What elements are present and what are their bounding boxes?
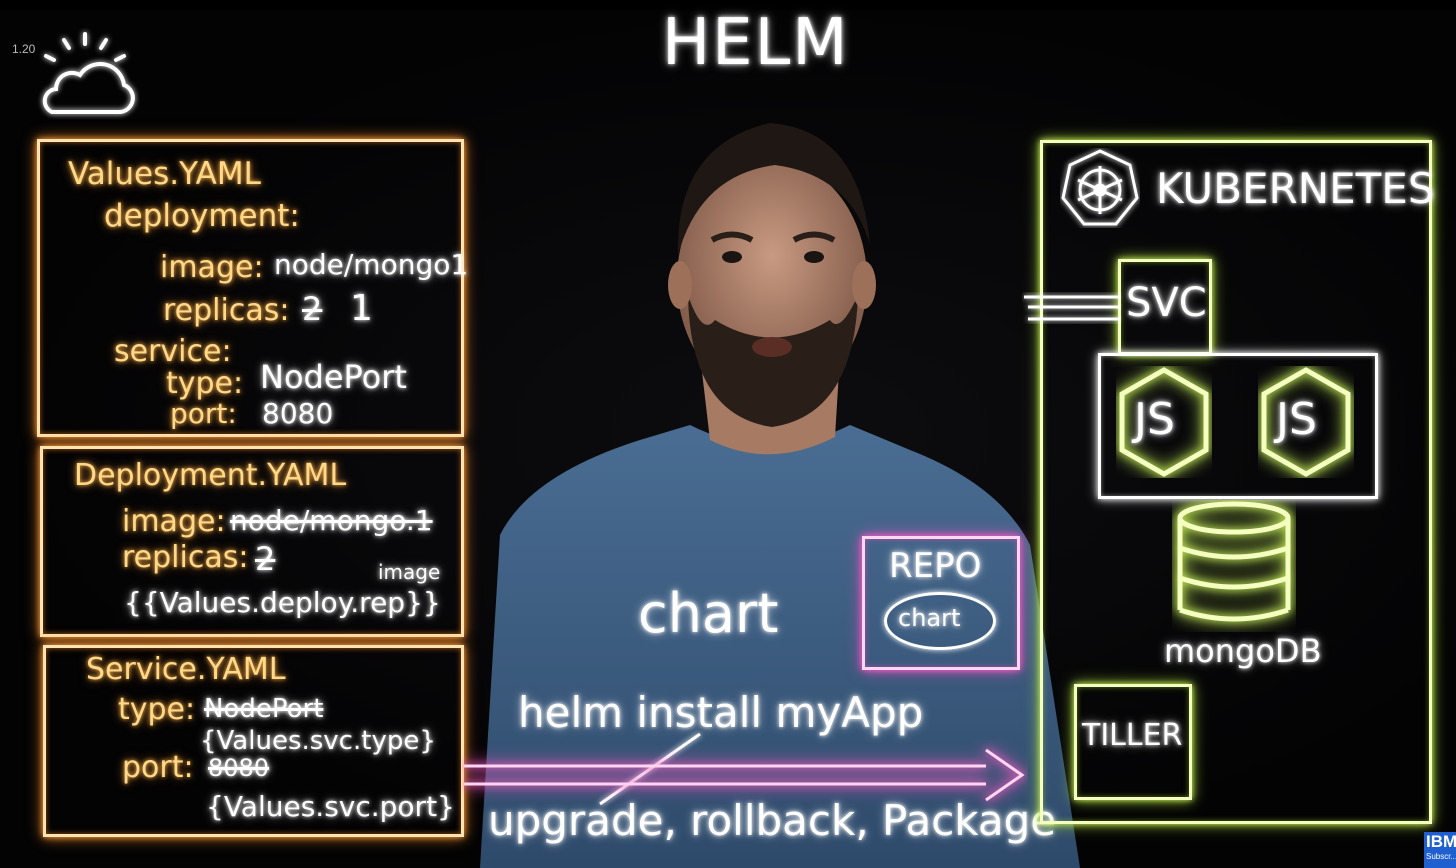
deployment-template: {{Values.deploy.rep}}	[124, 586, 441, 619]
deployment-image-value: node/mongo.1	[230, 504, 433, 537]
service-yaml-box	[43, 645, 464, 837]
values-port-value: 8080	[262, 397, 334, 430]
deployment-replicas-value: 2	[255, 540, 276, 578]
video-timestamp: 1.20	[12, 42, 36, 56]
deployment-replicas-key: replicas:	[122, 540, 249, 575]
page-title: HELM	[662, 6, 850, 80]
service-type-key: type:	[118, 692, 196, 727]
service-port-old: 8080	[208, 754, 270, 782]
svc-label: SVC	[1126, 280, 1207, 326]
ibm-cloud-icon	[42, 32, 135, 114]
deployment-image-key: image:	[122, 504, 226, 539]
service-port-template: {Values.svc.port}	[206, 790, 455, 823]
values-service-key: service:	[114, 334, 232, 369]
helm-subcommands: upgrade, rollback, Package	[488, 796, 1057, 845]
mongodb-label: mongoDB	[1164, 632, 1322, 670]
helm-install-command: helm install myApp	[518, 688, 924, 737]
annotation-line	[599, 732, 701, 806]
values-type-key: type:	[166, 366, 244, 401]
pod-2-label: JS	[1276, 394, 1317, 445]
values-yaml-box	[37, 139, 464, 437]
repo-box	[862, 536, 1020, 670]
repo-label: REPO	[889, 546, 982, 586]
tiller-box	[1074, 684, 1192, 800]
values-image-key: image:	[160, 250, 264, 285]
service-port-key: port:	[122, 750, 194, 785]
values-replicas-value: 1	[350, 288, 373, 329]
deployment-yaml-box	[40, 446, 464, 637]
service-type-template: {Values.svc.type}	[200, 726, 436, 756]
values-type-value: NodePort	[260, 358, 407, 396]
repo-chart-oval	[884, 592, 996, 650]
arrow-right-icon	[464, 748, 1025, 802]
kubernetes-title: KUBERNETES	[1156, 164, 1435, 213]
tiller-label: TILLER	[1082, 718, 1183, 753]
nodejs-hexagon-icon	[1119, 367, 1209, 477]
pod-1-label: JS	[1134, 394, 1175, 445]
ibm-subscribe-badge[interactable]: IBM Subscr...	[1424, 832, 1456, 868]
ibm-logo-text: IBM	[1426, 832, 1456, 851]
service-yaml-heading: Service.YAML	[86, 652, 286, 687]
chart-label: chart	[638, 582, 779, 645]
database-icon	[1177, 501, 1291, 622]
top-bar	[0, 0, 1456, 10]
ibm-subscribe-text: Subscr...	[1426, 852, 1456, 861]
kubernetes-helm-wheel-icon	[1061, 149, 1139, 226]
deployment-yaml-heading: Deployment.YAML	[74, 458, 347, 493]
svc-connector	[1024, 295, 1120, 321]
values-replicas-key: replicas:	[163, 293, 290, 328]
presenter-figure	[480, 123, 1080, 868]
values-port-key: port:	[170, 397, 237, 430]
service-type-old: NodePort	[204, 694, 324, 724]
kubernetes-box	[1040, 140, 1432, 824]
values-deployment-key: deployment:	[104, 198, 300, 234]
values-yaml-heading: Values.YAML	[68, 156, 261, 192]
nodejs-hexagon-icon	[1261, 367, 1351, 477]
repo-chart-label: chart	[898, 604, 961, 632]
pods-box	[1098, 353, 1378, 499]
deployment-image-note: image	[378, 560, 441, 584]
values-replicas-old: 2	[302, 290, 323, 328]
values-image-value: node/mongo1	[274, 248, 469, 281]
